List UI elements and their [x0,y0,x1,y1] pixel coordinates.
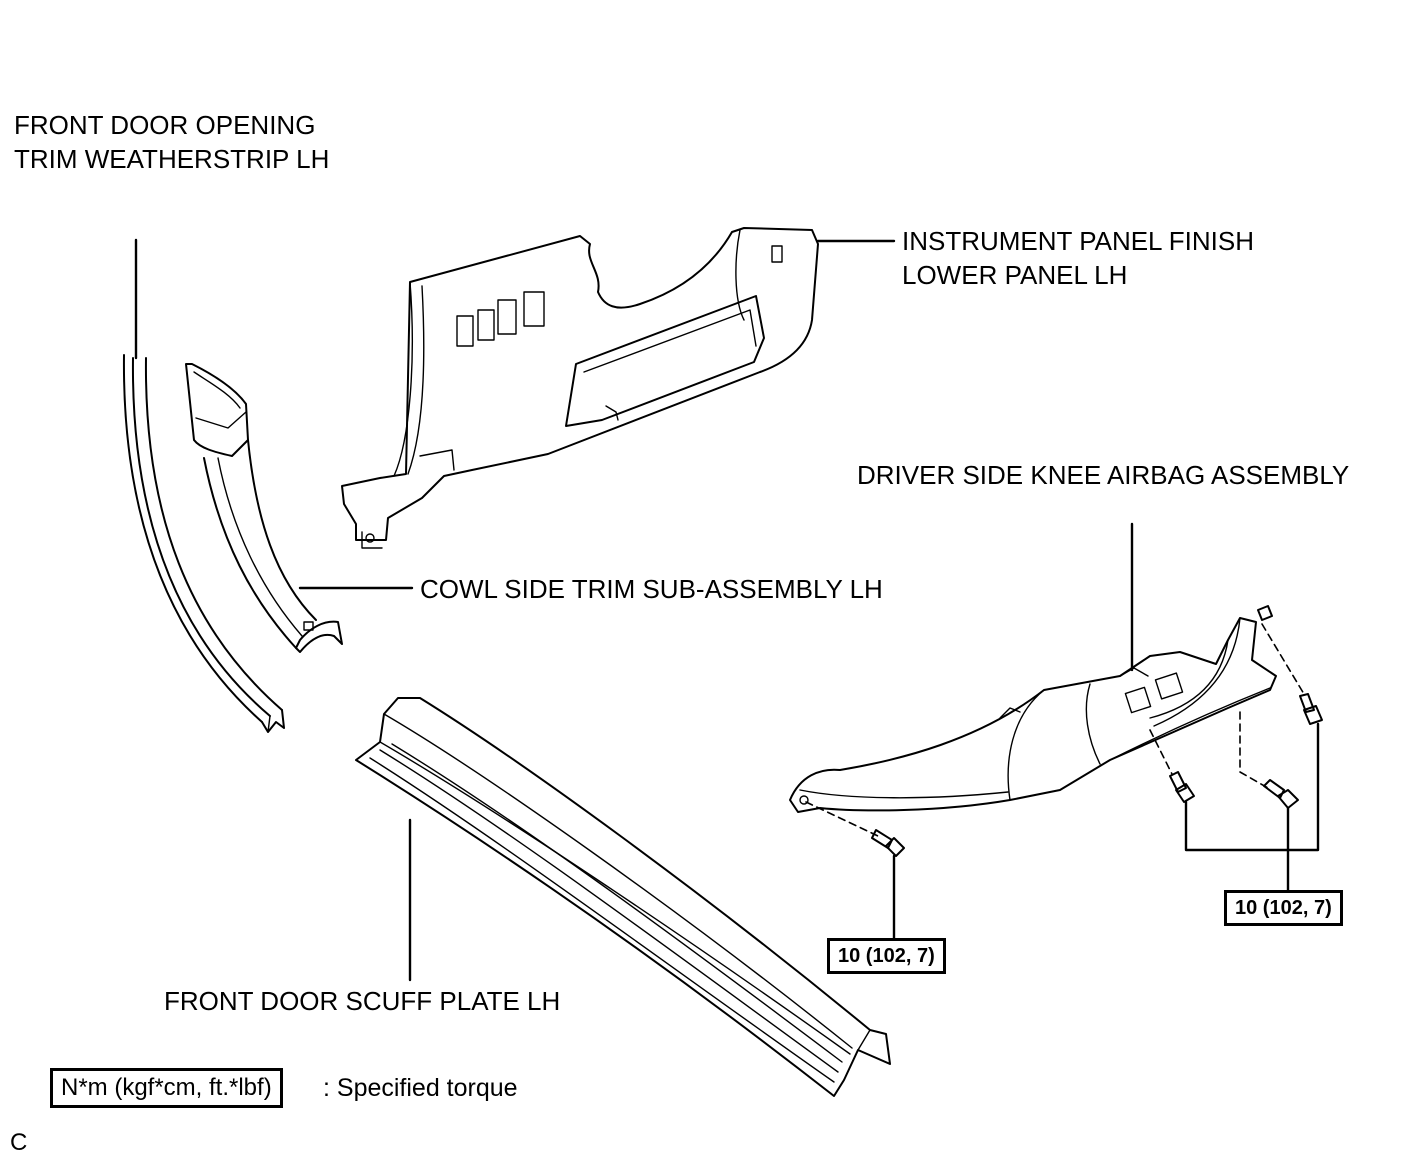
knee-airbag-part [789,522,1277,813]
torque-value-left: 10 (102, 7) [827,938,946,974]
weatherstrip-part [122,238,285,733]
bolt-right-low [1239,711,1299,809]
instrument-lower-panel-part [341,227,896,549]
label-weatherstrip-line1: FRONT DOOR OPENING [14,110,316,140]
label-cowl-side-trim: COWL SIDE TRIM SUB-ASSEMBLY LH [420,574,883,604]
bolt-left [805,801,905,857]
torque-value-right: 10 (102, 7) [1224,890,1343,926]
cowl-side-trim-part [185,363,414,653]
torque-leader-right [1184,722,1320,892]
legend-torque-unit: N*m (kgf*cm, ft.*lbf) [50,1068,283,1108]
legend-torque-text: : Specified torque [323,1074,518,1102]
scuff-plate-part [355,697,891,1097]
label-instrument-line2: LOWER PANEL LH [902,260,1128,290]
label-instrument-line1: INSTRUMENT PANEL FINISH [902,226,1255,256]
label-scuff-plate: FRONT DOOR SCUFF PLATE LH [164,986,561,1016]
bolt-mid [1149,729,1195,803]
bolt-right-high [1257,605,1323,725]
label-weatherstrip-line2: TRIM WEATHERSTRIP LH [14,144,330,174]
figure-code: C [10,1129,28,1156]
label-knee-airbag: DRIVER SIDE KNEE AIRBAG ASSEMBLY [857,460,1350,490]
